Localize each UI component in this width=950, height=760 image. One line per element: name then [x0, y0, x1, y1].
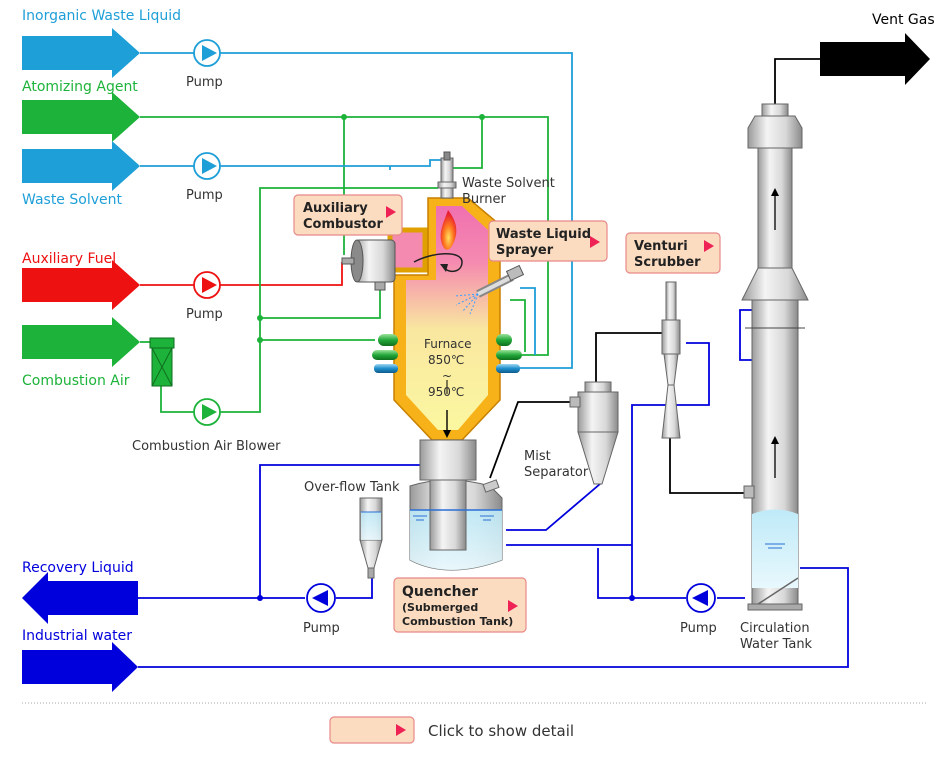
flue-gas-line [489, 58, 820, 494]
input-label-air: Combustion Air [22, 373, 130, 389]
circulation-tower [741, 103, 809, 611]
water-line [138, 309, 849, 668]
waste-liquid-sprayer-nozzle [454, 264, 525, 315]
button-label: Quencher [402, 584, 478, 600]
chevron-right-icon [590, 236, 600, 248]
junction-dot [257, 595, 635, 601]
button-label: Sprayer [496, 243, 554, 258]
furnace [387, 197, 501, 441]
auxiliary-fuel-line [140, 262, 343, 286]
junction-dot [257, 114, 485, 343]
chevron-right-icon [704, 240, 714, 252]
blower-label: Combustion Air Blower [132, 439, 281, 454]
venturi-scrubber [661, 281, 681, 439]
recovery-liquid-arrow [22, 572, 138, 624]
mist-separator-label: Mist [524, 449, 551, 464]
button-label: Auxiliary [303, 201, 368, 216]
button-label: Combustor [303, 217, 383, 232]
inorganic-waste-arrow [22, 28, 140, 78]
mist-separator-label: Separator [524, 465, 589, 480]
pump-label: Pump [303, 621, 340, 636]
atomizing-agent-arrow [22, 92, 140, 142]
circulation-tank-label: Circulation [740, 621, 810, 636]
combustion-air-arrow [22, 317, 140, 367]
legend-swatch [329, 716, 415, 744]
circulation-tank-label: Water Tank [740, 637, 813, 652]
air-manifold-pipe [372, 334, 522, 373]
air-filter-icon [149, 337, 175, 387]
furnace-label: Furnace [424, 337, 472, 351]
chevron-right-icon [396, 724, 406, 736]
overflow-tank-label: Over-flow Tank [304, 480, 400, 495]
waste-solvent-line [140, 159, 536, 355]
blower-icon [193, 398, 221, 426]
pump-icon [193, 152, 221, 180]
output-label-recovery: Recovery Liquid [22, 560, 134, 576]
pump-icon [306, 583, 336, 613]
auxiliary-combustor-button[interactable]: Auxiliary Combustor [293, 194, 403, 236]
mist-separator [569, 381, 619, 485]
pump-icon [193, 39, 221, 67]
pump-label: Pump [186, 75, 223, 90]
chevron-right-icon [508, 600, 518, 612]
pump-label: Pump [186, 188, 223, 203]
waste-liquid-sprayer-button[interactable]: Waste Liquid Sprayer [488, 220, 608, 262]
vent-gas-arrow [820, 33, 930, 85]
pump-label: Pump [186, 307, 223, 322]
input-label-atomizing: Atomizing Agent [22, 79, 138, 95]
button-label: Venturi [634, 239, 688, 254]
burner-icon [437, 151, 457, 199]
legend-text: Click to show detail [428, 722, 574, 740]
industrial-water-arrow [22, 642, 138, 692]
quencher-tank [409, 439, 503, 571]
button-label: Scrubber [634, 255, 701, 270]
furnace-temp-tilde: ~ [442, 369, 452, 383]
overflow-tank [359, 497, 383, 579]
burner-label: Burner [462, 192, 507, 207]
pump-label: Pump [680, 621, 717, 636]
pump-icon [686, 583, 716, 613]
input-label-inorganic: Inorganic Waste Liquid [22, 8, 181, 24]
output-label-vent: Vent Gas [872, 12, 935, 28]
button-label: (Submerged [402, 601, 478, 614]
button-label: Combustion Tank) [402, 615, 513, 628]
burner-label: Waste Solvent [462, 176, 555, 191]
auxiliary-combustor-drum [341, 239, 396, 291]
legend: Click to show detail [329, 716, 574, 744]
input-label-solvent: Waste Solvent [22, 192, 122, 208]
venturi-scrubber-button[interactable]: Venturi Scrubber [625, 232, 721, 274]
button-label: Waste Liquid [496, 227, 591, 242]
combustion-air-line [140, 187, 526, 413]
chevron-right-icon [386, 206, 396, 218]
waste-solvent-arrow [22, 141, 140, 191]
pump-icon [193, 271, 221, 299]
furnace-temp-low: 950℃ [428, 385, 464, 399]
auxiliary-fuel-arrow [22, 260, 140, 310]
furnace-temp-high: 850℃ [428, 353, 464, 367]
quencher-button[interactable]: Quencher (Submerged Combustion Tank) [393, 577, 527, 633]
input-label-fuel: Auxiliary Fuel [22, 251, 116, 267]
output-label-industrial: Industrial water [22, 628, 132, 644]
